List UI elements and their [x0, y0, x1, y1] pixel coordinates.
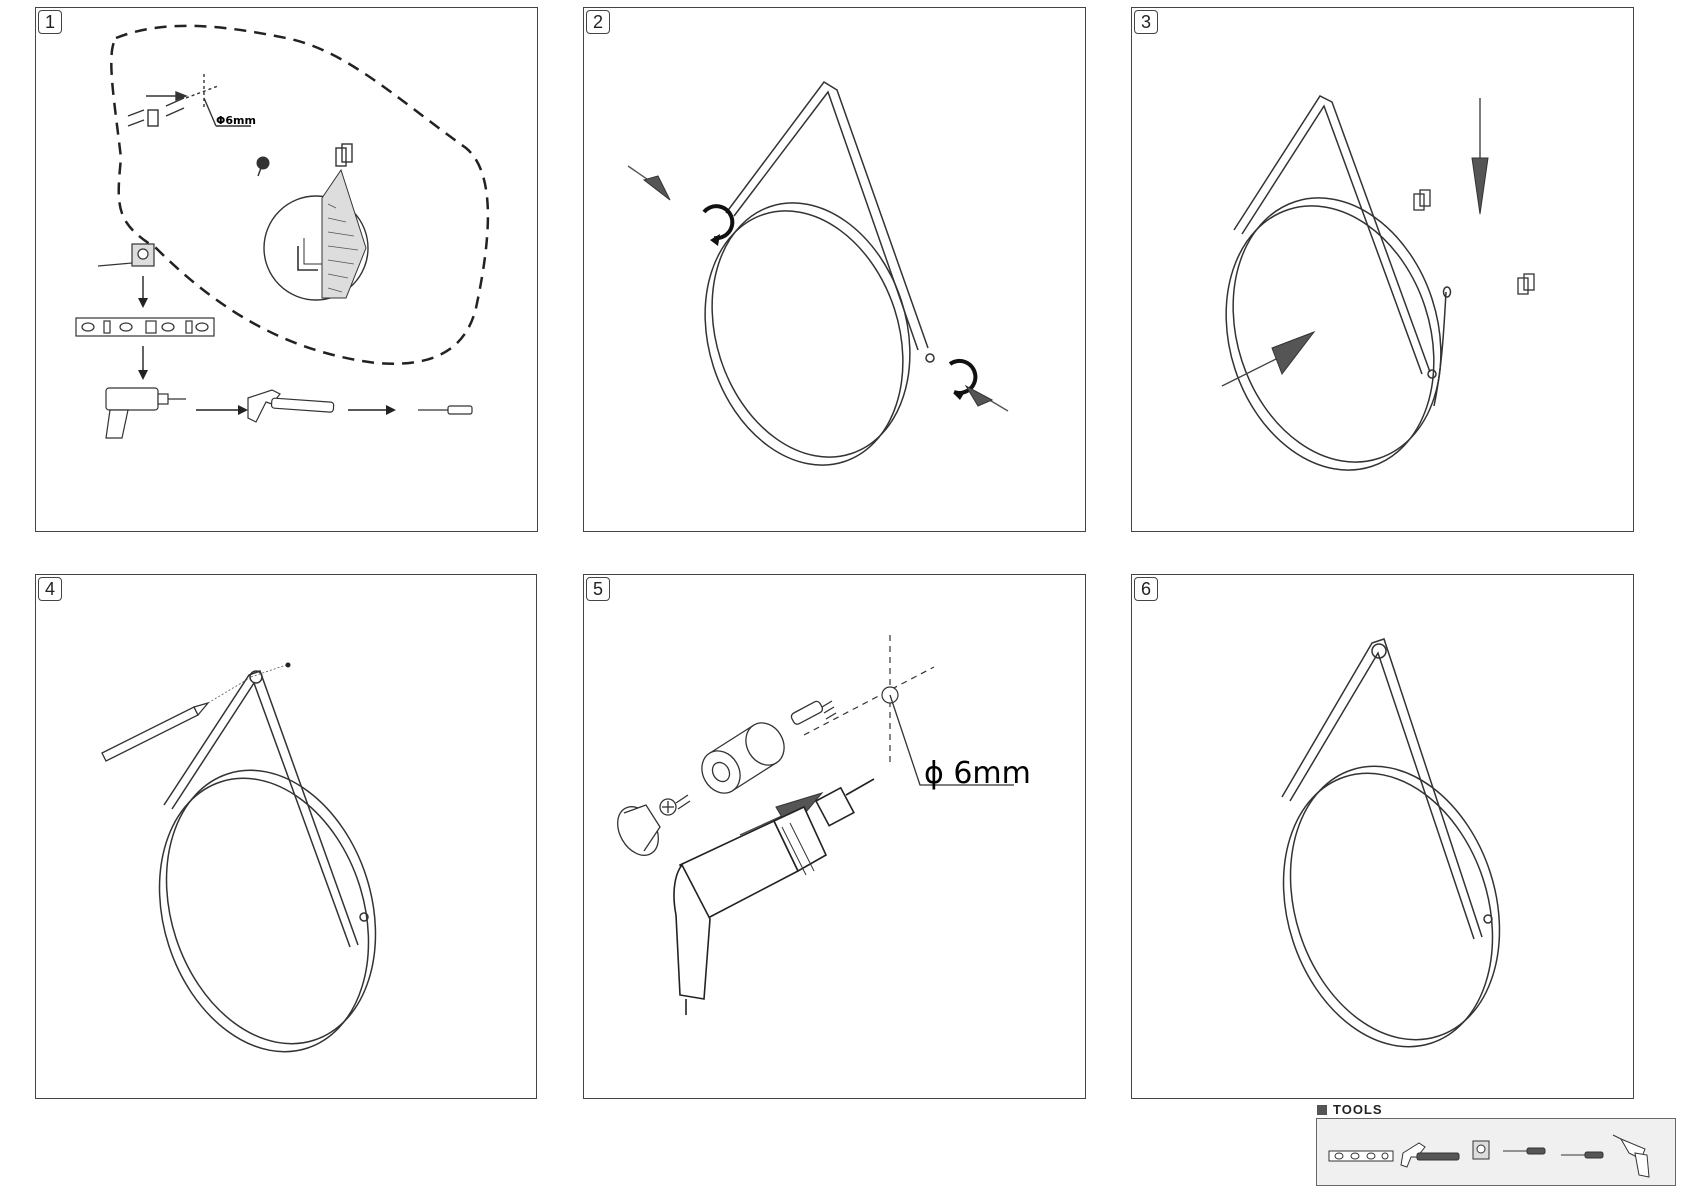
step-4-panel: 4: [35, 574, 537, 1099]
hammer-icon: [1400, 1142, 1460, 1168]
step-1-panel: 1 Φ6mm: [35, 7, 538, 532]
step-number: 2: [586, 10, 610, 34]
drill-icon: [105, 387, 186, 439]
hammer-icon: [247, 389, 335, 423]
cover-cap-icon: [617, 804, 661, 856]
screwdriver-icon: [418, 405, 473, 415]
tools-title-text: TOOLS: [1333, 1102, 1383, 1117]
step-number: 6: [1134, 577, 1158, 601]
square-icon: [1317, 1105, 1327, 1115]
screwdriver-icon: [1503, 1147, 1546, 1155]
hook-icon: [335, 143, 353, 167]
screwdriver-icon: [1561, 1151, 1604, 1159]
tape-measure-icon: [1472, 1140, 1490, 1160]
drill-icon: [1612, 1134, 1650, 1178]
magnifier-detail: [263, 168, 369, 301]
wall-anchor-icon: [127, 74, 251, 127]
step-number: 1: [38, 10, 62, 34]
mirror-icon: [158, 670, 377, 1053]
screw-icon: [256, 156, 270, 177]
step-2-panel: 2: [583, 7, 1086, 532]
spacer-icon: [701, 722, 785, 794]
step-5-panel: 5 ϕ 6mm: [583, 574, 1086, 1099]
mirror-icon: [704, 81, 935, 466]
pencil-icon: [101, 701, 210, 762]
step-1-illustration: Φ6mm: [75, 24, 490, 439]
mirror-icon: [1281, 638, 1501, 1048]
mirror-icon: [1225, 95, 1452, 471]
level-icon: [75, 317, 215, 337]
screw-icon: [659, 794, 691, 816]
drill-icon: [673, 778, 875, 1015]
step-number: 4: [38, 577, 62, 601]
step-number: 3: [1134, 10, 1158, 34]
tools-box: [1316, 1118, 1676, 1186]
wall-plug-icon: [790, 700, 837, 725]
step-2-illustration: [627, 81, 1009, 466]
level-icon: [1328, 1150, 1394, 1162]
rotate-icon: [702, 204, 978, 395]
step-3-illustration: [1221, 95, 1535, 471]
step-4-illustration: [101, 662, 377, 1053]
drill-diameter-label: ϕ 6mm: [924, 756, 1031, 791]
step-3-panel: 3: [1131, 7, 1634, 532]
hook-icon: [1413, 189, 1535, 295]
tools-title: TOOLS: [1317, 1102, 1383, 1117]
drill-diameter-label: Φ6mm: [216, 114, 256, 127]
step-6-panel: 6: [1131, 574, 1634, 1099]
step-5-illustration: ϕ 6mm: [617, 635, 1031, 1015]
tape-measure-icon: [97, 243, 155, 267]
step-6-illustration: [1281, 638, 1501, 1048]
step-number: 5: [586, 577, 610, 601]
